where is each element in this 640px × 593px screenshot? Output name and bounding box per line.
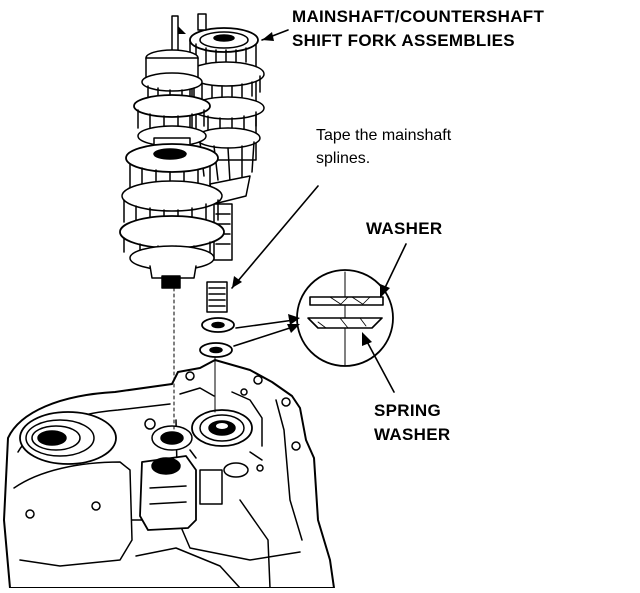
transmission-case [4,360,334,588]
spring-washer-part [200,343,232,357]
label-shift-fork-assemblies: SHIFT FORK ASSEMBLIES [292,31,515,50]
mainshaft-splines [207,282,227,312]
note-tape-splines-line1: Tape the mainshaft [316,127,452,144]
callout-leaders [232,30,406,392]
label-mainshaft-countershaft: MAINSHAFT/COUNTERSHAFT [292,7,545,26]
detail-view-circle [297,270,393,366]
label-spring-washer: WASHER [374,425,451,444]
spring-washer-section [308,318,382,328]
note-tape-splines-line2: splines. [316,150,371,167]
label-washer: WASHER [366,219,443,238]
washer-section [310,297,383,305]
mainshaft-assembly [120,16,224,288]
label-spring: SPRING [374,401,441,420]
washer-part [202,318,234,332]
gear-cluster [120,14,264,288]
